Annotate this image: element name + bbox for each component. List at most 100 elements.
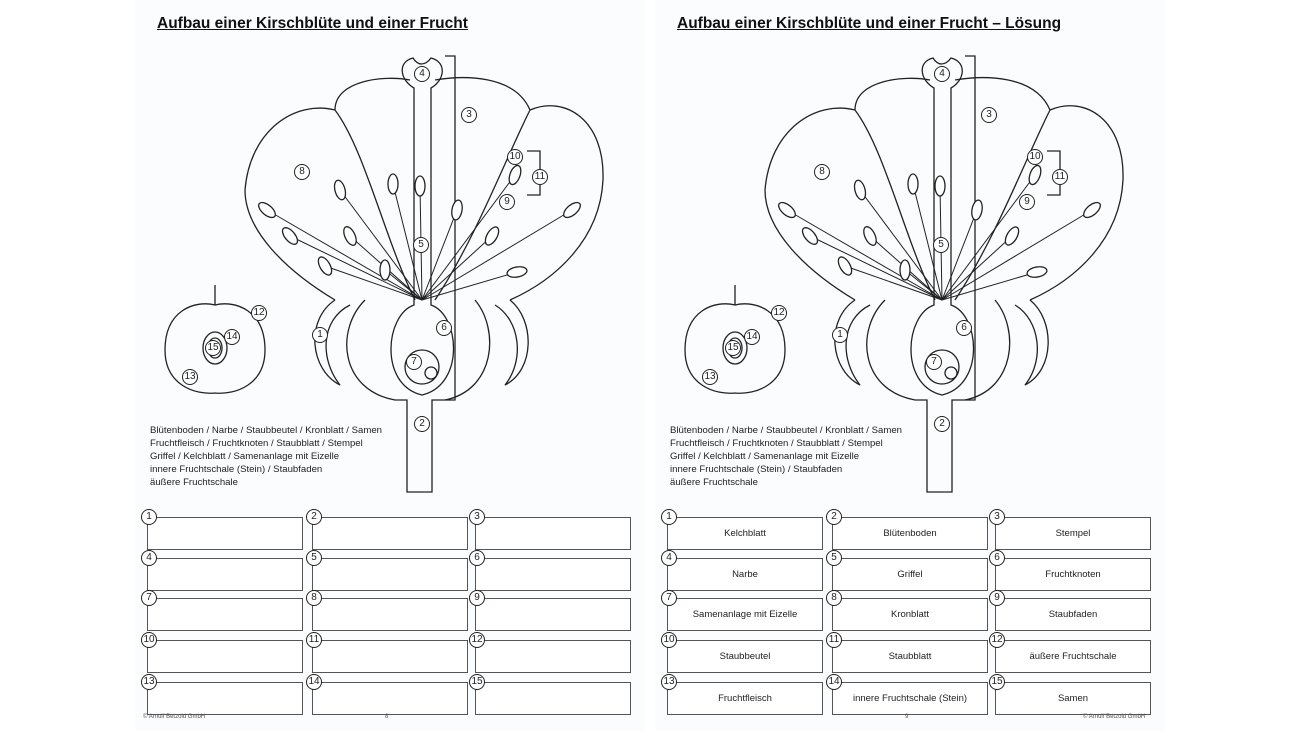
answer-text: Kelchblatt <box>724 528 766 539</box>
diagram-label-2: 2 <box>934 416 950 432</box>
answer-text: Samen <box>1057 693 1089 704</box>
answer-text: Staubblatt <box>888 651 932 662</box>
sepals <box>314 299 529 386</box>
answer-number: 9 <box>469 590 485 606</box>
diagram-label-1: 1 <box>832 327 848 343</box>
answer-text: Narbe <box>732 569 758 580</box>
page-title: Aufbau einer Kirschblüte und einer Fruch… <box>677 15 1062 32</box>
word-list-line: innere Fruchtschale (Stein) / Staubfaden <box>670 464 843 475</box>
diagram-label-6: 6 <box>956 320 972 336</box>
answer-number: 10 <box>661 632 677 648</box>
answer-text: äußere Fruchtschale <box>1029 651 1117 662</box>
answer-text: Staubfaden <box>1048 609 1098 620</box>
sepals <box>834 299 1049 386</box>
answer-number: 1 <box>141 509 157 525</box>
answer-number: 13 <box>661 674 677 690</box>
word-list: Blütenboden / Narbe / Staubbeutel / Kron… <box>670 424 902 489</box>
word-list-line: Blütenboden / Narbe / Staubbeutel / Kron… <box>150 425 383 436</box>
diagram-label-9: 9 <box>1019 194 1035 210</box>
answer-box-11[interactable]: 11 <box>306 632 468 673</box>
answer-box-3[interactable]: 3 <box>469 509 631 550</box>
answer-box-9[interactable]: 9 <box>469 590 631 631</box>
worksheet-page: Aufbau einer Kirschblüte und einer Fruch… <box>135 0 645 731</box>
answer-text: Kronblatt <box>890 609 930 620</box>
solution-page: Aufbau einer Kirschblüte und einer Fruch… <box>655 0 1165 731</box>
diagram-label-10: 10 <box>507 149 523 165</box>
answer-box-7[interactable]: 7 <box>141 590 303 631</box>
answer-number: 11 <box>306 632 322 648</box>
answer-number: 13 <box>141 674 157 690</box>
word-list: Blütenboden / Narbe / Staubbeutel / Kron… <box>150 424 382 489</box>
answer-box-5[interactable]: 5 <box>306 550 468 591</box>
answer-number: 14 <box>826 674 842 690</box>
answer-number: 12 <box>469 632 485 648</box>
answer-box-14[interactable]: 14 <box>306 674 468 715</box>
answer-box-12[interactable]: 12 <box>469 632 631 673</box>
diagram-label-12: 12 <box>771 305 787 321</box>
word-list-line: Griffel / Kelchblatt / Samenanlage mit E… <box>150 451 340 462</box>
petals <box>764 76 1124 301</box>
diagram-label-6: 6 <box>436 320 452 336</box>
diagram-label-12: 12 <box>251 305 267 321</box>
answer-number: 7 <box>661 590 677 606</box>
cherry-fruit <box>164 285 266 394</box>
diagram-label-15: 15 <box>205 340 221 356</box>
diagram-label-3: 3 <box>461 107 477 123</box>
diagram-label-7: 7 <box>926 354 942 370</box>
answer-text: Fruchtfleisch <box>718 693 772 704</box>
answer-number: 4 <box>661 550 677 566</box>
answer-box-10[interactable]: 10 <box>141 632 303 673</box>
answer-number: 3 <box>469 509 485 525</box>
diagram-label-4: 4 <box>934 66 950 82</box>
answer-box-8[interactable]: 8 <box>306 590 468 631</box>
answer-number: 2 <box>306 509 322 525</box>
answer-number: 9 <box>989 590 1005 606</box>
answer-box-6[interactable]: 6 <box>469 550 631 591</box>
answer-number: 3 <box>989 509 1005 525</box>
answer-box-13[interactable]: 13 <box>141 674 303 715</box>
answer-number: 10 <box>141 632 157 648</box>
diagram-label-9: 9 <box>499 194 515 210</box>
diagram-label-14: 14 <box>744 329 760 345</box>
answer-number: 4 <box>141 550 157 566</box>
cherry-blossom-diagram <box>684 55 1124 493</box>
page-number: 8 <box>385 714 389 720</box>
cherry-fruit <box>684 285 786 394</box>
diagram-label-2: 2 <box>414 416 430 432</box>
pistil <box>390 57 455 396</box>
diagram-label-8: 8 <box>294 164 310 180</box>
answer-number: 12 <box>989 632 1005 648</box>
diagram-label-14: 14 <box>224 329 240 345</box>
word-list-line: Fruchtfleisch / Fruchtknoten / Staubblat… <box>150 438 363 449</box>
answer-number: 11 <box>826 632 842 648</box>
answer-number: 15 <box>469 674 485 690</box>
answer-box-4[interactable]: 4 <box>141 550 303 591</box>
answer-number: 1 <box>661 509 677 525</box>
answer-box-15[interactable]: 15 <box>469 674 631 715</box>
answer-text: Fruchtknoten <box>1045 569 1101 580</box>
answer-box-2[interactable]: 2 <box>306 509 468 550</box>
diagram-label-11: 11 <box>1052 169 1068 185</box>
answer-box-12: 12 äußere Fruchtschale <box>989 632 1151 673</box>
word-list-line: Griffel / Kelchblatt / Samenanlage mit E… <box>670 451 860 462</box>
diagram-label-8: 8 <box>814 164 830 180</box>
diagram-label-13: 13 <box>702 369 718 385</box>
answer-box-1[interactable]: 1 <box>141 509 303 550</box>
word-list-line: Blütenboden / Narbe / Staubbeutel / Kron… <box>670 425 903 436</box>
receptacle <box>346 299 491 493</box>
word-list-line: äußere Fruchtschale <box>670 477 758 488</box>
diagram-label-4: 4 <box>414 66 430 82</box>
diagram-label-3: 3 <box>981 107 997 123</box>
word-list-line: innere Fruchtschale (Stein) / Staubfaden <box>150 464 323 475</box>
